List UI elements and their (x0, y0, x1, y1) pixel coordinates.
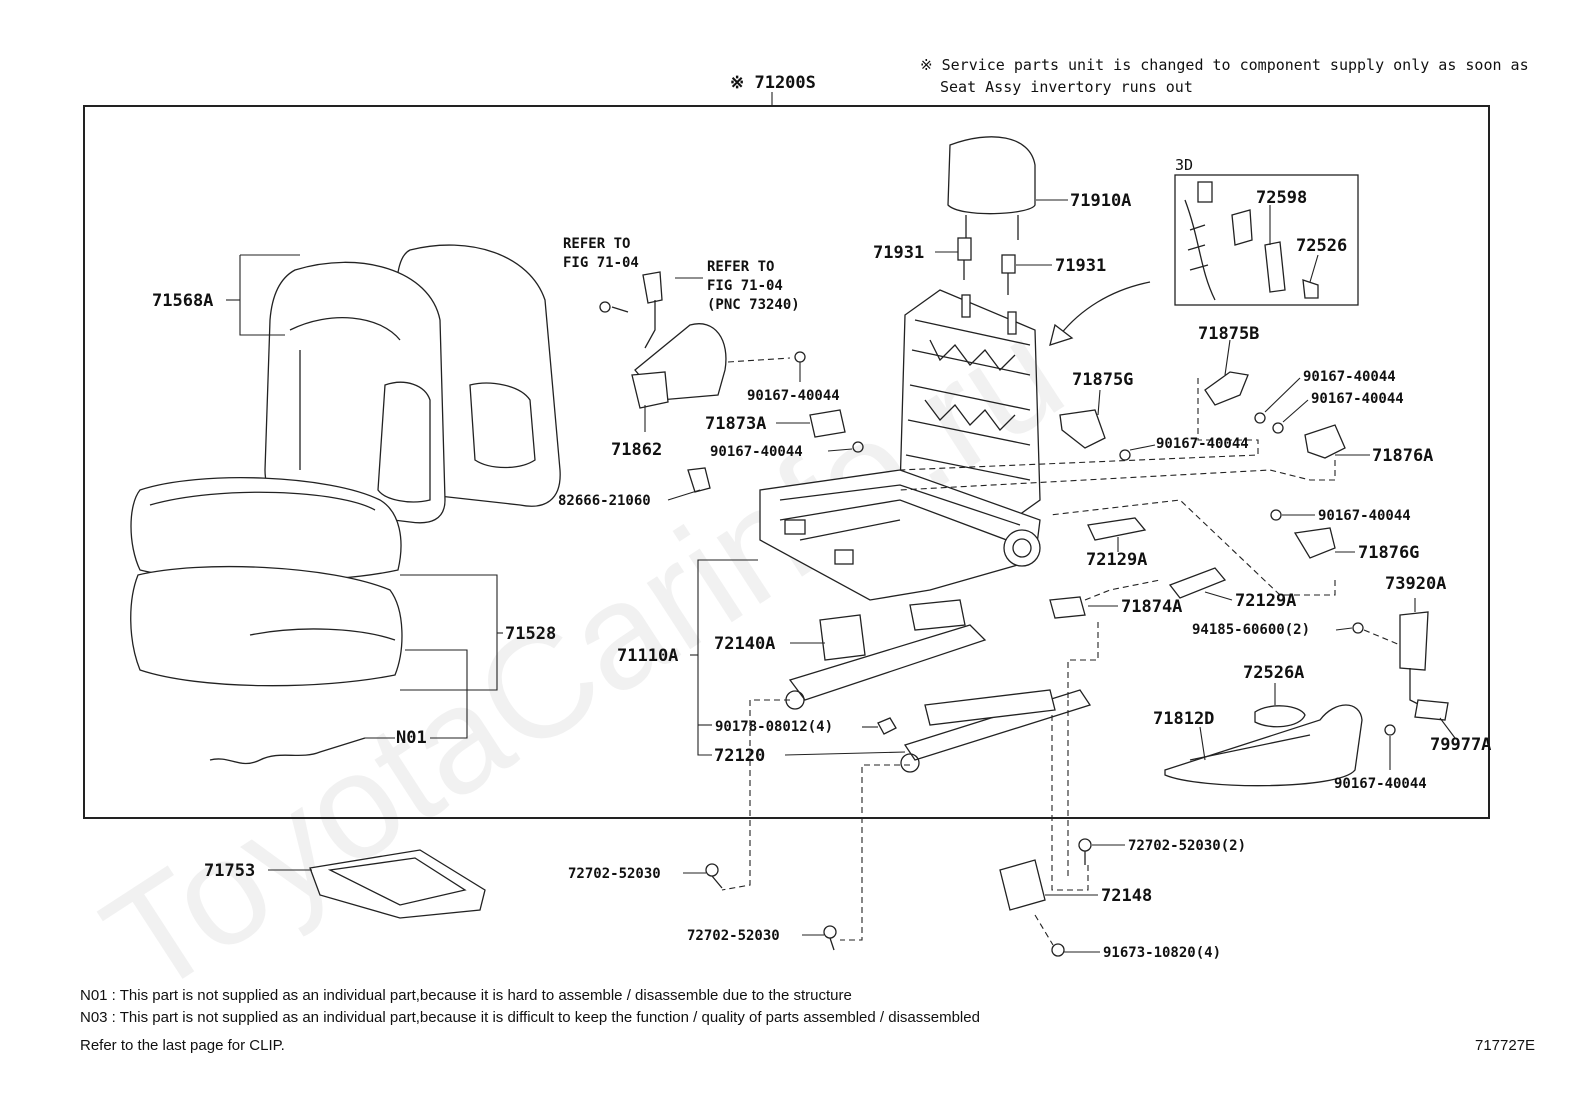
bolt-72702-b-drawing (823, 925, 837, 951)
cushion-frame-drawing (309, 849, 486, 919)
refer-right-line2: FIG 71-04 (707, 278, 783, 294)
rail-72120-drawing (900, 689, 1092, 773)
cover-72526A-drawing (1254, 705, 1306, 728)
part-72526A: 72526A (1243, 663, 1304, 683)
footnote-n03: N03 : This part is not supplied as an in… (80, 1009, 980, 1026)
part-71862: 71862 (611, 440, 662, 460)
headrest-drawing (947, 136, 1036, 295)
cover-72129A-b-drawing (1168, 567, 1227, 599)
side-shield-drawing (599, 271, 727, 409)
cover-71812D-drawing (1164, 704, 1363, 787)
assembly-code: ※ 71200S (730, 73, 816, 93)
refer-left-line1: REFER TO (563, 236, 630, 252)
part-91673: 91673-10820(4) (1103, 945, 1221, 961)
bracket-71873A-drawing (809, 409, 846, 438)
part-N01: N01 (396, 728, 427, 748)
part-90167-f: 90167-40044 (1318, 508, 1411, 524)
cover-71876G-drawing (1293, 527, 1336, 559)
part-72702-a: 72702-52030 (568, 866, 661, 882)
part-71875G: 71875G (1072, 370, 1133, 390)
part-90167-g: 90167-40044 (1334, 776, 1427, 792)
part-90167-e: 90167-40044 (1156, 436, 1249, 452)
part-72148: 72148 (1101, 886, 1152, 906)
part-71873A: 71873A (705, 414, 766, 434)
part-72140A: 72140A (714, 634, 775, 654)
part-71875B: 71875B (1198, 324, 1259, 344)
part-71874A: 71874A (1121, 597, 1182, 617)
clip-82666-drawing (687, 467, 711, 493)
seat-frame-drawing (759, 289, 1041, 601)
part-71568A: 71568A (152, 291, 213, 311)
part-71931-right: 71931 (1055, 256, 1106, 276)
part-72129A-a: 72129A (1086, 550, 1147, 570)
cover-71875B-drawing (1204, 371, 1249, 406)
seat-back-cover-drawing (264, 244, 561, 524)
part-71876A: 71876A (1372, 446, 1433, 466)
inset-3d-drawing (1184, 181, 1319, 301)
part-71931-left: 71931 (873, 243, 924, 263)
part-79977A: 79977A (1430, 735, 1491, 755)
part-71876G: 71876G (1358, 543, 1419, 563)
inset-3d-box (1174, 174, 1359, 306)
refer-left-line2: FIG 71-04 (563, 255, 639, 271)
part-71110A: 71110A (617, 646, 678, 666)
part-72598: 72598 (1256, 188, 1307, 208)
inset-label: 3D (1175, 156, 1193, 174)
part-71528: 71528 (505, 624, 556, 644)
bracket-72148-drawing (999, 859, 1046, 911)
part-72702-b: 72702-52030 (687, 928, 780, 944)
part-73920A: 73920A (1385, 574, 1446, 594)
part-90167-c: 90167-40044 (1303, 369, 1396, 385)
part-71910A: 71910A (1070, 191, 1131, 211)
diagram-id: 717727E (1475, 1037, 1535, 1054)
assembly-frame (83, 105, 1490, 819)
footnote-n01: N01 : This part is not supplied as an in… (80, 987, 852, 1004)
harness-73920A-drawing (1399, 611, 1429, 671)
part-90167-b: 90167-40044 (710, 444, 803, 460)
rail-72140A-drawing (785, 599, 987, 710)
switch-71874A-drawing (1049, 596, 1086, 619)
bolt-91673-drawing (1034, 914, 1065, 957)
bolt-72702-c-drawing (1078, 838, 1092, 865)
part-90178: 90178-08012(4) (715, 719, 833, 735)
part-82666: 82666-21060 (558, 493, 651, 509)
cover-72129A-a-drawing (1087, 517, 1147, 541)
bolt-72702-a-drawing (705, 863, 723, 889)
refer-right-line3: (PNC 73240) (707, 297, 800, 313)
part-72702-c: 72702-52030(2) (1128, 838, 1246, 854)
part-94185: 94185-60600(2) (1192, 622, 1310, 638)
part-72120: 72120 (714, 746, 765, 766)
label-79977A-drawing (1414, 699, 1449, 721)
cover-71875G-drawing (1059, 409, 1106, 449)
seat-cushion-drawing (130, 477, 403, 687)
service-note-line2: Seat Assy invertory runs out (940, 78, 1193, 96)
part-72526: 72526 (1296, 236, 1347, 256)
part-90167-a: 90167-40044 (747, 388, 840, 404)
part-71753: 71753 (204, 861, 255, 881)
footnote-clip: Refer to the last page for CLIP. (80, 1037, 285, 1054)
refer-right-line1: REFER TO (707, 259, 774, 275)
cover-71876A-drawing (1304, 424, 1346, 459)
part-90167-d: 90167-40044 (1311, 391, 1404, 407)
harness-drawing (209, 737, 366, 765)
part-72129A-b: 72129A (1235, 591, 1296, 611)
part-71812D: 71812D (1153, 709, 1214, 729)
service-note-line1: ※ Service parts unit is changed to compo… (920, 56, 1529, 74)
